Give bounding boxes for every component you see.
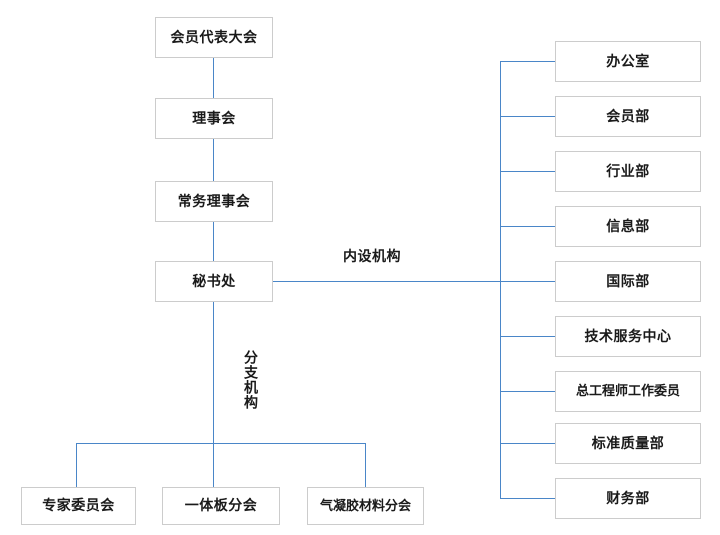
connector-stub-standards-quality (500, 443, 555, 444)
connector-branch-bus (76, 443, 366, 444)
connector-standing-to-secretariat (213, 221, 214, 261)
connector-stub-finance (500, 498, 555, 499)
node-office[interactable]: 办公室 (555, 41, 701, 82)
connector-secretariat-to-branch-bus (213, 301, 214, 443)
connector-internal-trunk (500, 61, 501, 498)
connector-stub-membership (500, 116, 555, 117)
node-chief-engineer-committee[interactable]: 总工程师工作委员 (555, 371, 701, 412)
node-tech-service-center[interactable]: 技术服务中心 (555, 316, 701, 357)
node-secretariat[interactable]: 秘书处 (155, 261, 273, 302)
node-assembly[interactable]: 会员代表大会 (155, 17, 273, 58)
connector-council-to-standing (213, 138, 214, 181)
connector-drop-expert-committee (76, 443, 77, 487)
label-branch-organizations: 分支机构 (242, 350, 258, 410)
connector-assembly-to-council (213, 57, 214, 98)
node-information[interactable]: 信息部 (555, 206, 701, 247)
connector-stub-information (500, 226, 555, 227)
node-expert-committee[interactable]: 专家委员会 (21, 487, 136, 525)
connector-drop-aerogel-material-branch (365, 443, 366, 487)
node-standing-council[interactable]: 常务理事会 (155, 181, 273, 222)
connector-stub-office (500, 61, 555, 62)
node-aerogel-material-branch[interactable]: 气凝胶材料分会 (307, 487, 424, 525)
connector-stub-industry (500, 171, 555, 172)
node-finance[interactable]: 财务部 (555, 478, 701, 519)
node-council[interactable]: 理事会 (155, 98, 273, 139)
node-membership[interactable]: 会员部 (555, 96, 701, 137)
connector-drop-integrated-board-branch (213, 443, 214, 487)
node-integrated-board-branch[interactable]: 一体板分会 (162, 487, 280, 525)
connector-secretariat-to-internal-trunk (273, 281, 501, 282)
connector-stub-international (500, 281, 555, 282)
connector-stub-chief-engineer-committee (500, 391, 555, 392)
label-internal-organizations: 内设机构 (343, 249, 401, 265)
node-standards-quality[interactable]: 标准质量部 (555, 423, 701, 464)
node-industry[interactable]: 行业部 (555, 151, 701, 192)
node-international[interactable]: 国际部 (555, 261, 701, 302)
connector-stub-tech-service-center (500, 336, 555, 337)
